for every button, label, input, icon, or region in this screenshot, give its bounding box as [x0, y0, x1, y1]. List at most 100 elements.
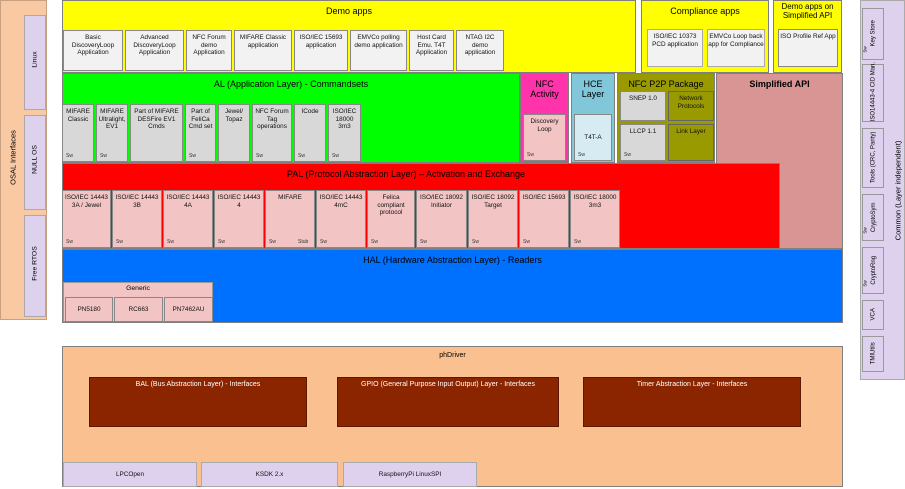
- pal-item-sw: Sw: [116, 239, 123, 246]
- pal-item-sw: Sw: [371, 239, 378, 246]
- pal-item-box: ISO/IEC 14443 3B Sw: [112, 190, 162, 248]
- llcp-sw: Sw: [624, 152, 631, 159]
- llcp-box: LLCP 1.1 Sw: [620, 124, 666, 161]
- hal-title: HAL (Hardware Abstraction Layer) - Reade…: [363, 255, 542, 265]
- osal-item-freertos: Free RTOS: [24, 215, 46, 317]
- common-item-label: CryptoSym: [870, 201, 877, 232]
- common-item-label: TMIUtils: [870, 342, 877, 365]
- pal-item-label: ISO/IEC 18092 Target: [471, 194, 515, 209]
- demo-app-box: MIFARE Classic application: [234, 30, 292, 71]
- common-item-label: VCA: [870, 308, 877, 321]
- al-item-sw: Sw: [66, 153, 73, 160]
- common-item-label: Tools (CRC, Parity): [870, 131, 877, 183]
- pal-item-sw: Sw: [269, 239, 276, 246]
- p2p-band: NFC P2P Package SNEP 1.0 LLCP 1.1 Sw Net…: [617, 73, 715, 163]
- demo-simplified-title: Demo apps on Simplified API: [781, 2, 834, 20]
- nfc-activity-title: NFC Activity: [530, 79, 559, 99]
- pal-item-label: MIFARE: [278, 194, 302, 201]
- al-item-sw: Sw: [298, 153, 305, 160]
- snep-label: SNEP 1.0: [629, 95, 657, 102]
- phdriver-title: phDriver: [439, 352, 466, 359]
- t4t-a-label: T4T-A: [584, 133, 602, 141]
- pal-item-label: ISO/IEC 14443 3A / Jewel: [65, 194, 108, 209]
- al-item-sw: Sw: [332, 153, 339, 160]
- al-title: AL (Application Layer) - Commandsets: [213, 79, 369, 89]
- pal-item-sw: Sw: [218, 239, 225, 246]
- common-item-label: ISO14443-4 CID Man.: [870, 61, 877, 122]
- simplified-api-title: Simplified API: [749, 79, 810, 89]
- pal-item-label: ISO/IEC 14443 3B: [115, 194, 159, 209]
- demo-app-box: Host Card Emu. T4T Application: [409, 30, 454, 71]
- pal-item-sw: Sw: [167, 239, 174, 246]
- common-title: Common (Layer independent): [893, 140, 903, 241]
- pal-item-sw: Sw: [320, 239, 327, 246]
- reader-pn5180: PN5180: [65, 297, 113, 322]
- common-item-box: Tools (CRC, Parity): [862, 128, 884, 188]
- al-item-sw: Sw: [189, 153, 196, 160]
- discovery-loop-label: Discovery Loop: [530, 118, 559, 133]
- generic-readers-group: Generic PN5180 RC663 PN7462AU: [63, 282, 213, 322]
- compliance-apps-band: Compliance apps ISO/IEC 10373 PCD applic…: [641, 0, 769, 73]
- common-item-sw: Sw: [862, 280, 868, 287]
- pal-item-sw: Sw: [574, 239, 581, 246]
- common-item-label: CryptoRng: [870, 255, 877, 285]
- pal-item-label: ISO/IEC 18092 Initiator: [420, 194, 463, 209]
- pal-item-sw: Sw: [66, 239, 73, 246]
- phdriver-band: phDriver BAL (Bus Abstraction Layer) - I…: [62, 346, 843, 487]
- discovery-loop-sw: Sw: [527, 152, 534, 159]
- demo-app-box: Advanced DiscoveryLoop Application: [125, 30, 184, 71]
- demo-app-box: ISO/IEC 15693 application: [294, 30, 348, 71]
- platform-ksdk: KSDK 2.x: [201, 462, 338, 487]
- reader-pn7462au: PN7462AU: [164, 297, 213, 322]
- al-item-label: Jewel/ Topaz: [224, 108, 244, 123]
- pal-item-stub: Stub: [298, 239, 309, 246]
- platform-raspberrypi: RaspberryPi LinuxSPI: [343, 462, 477, 487]
- pal-item-sw: Sw: [523, 239, 530, 246]
- iso-profile-ref-app: ISO Profile Ref App: [778, 29, 838, 67]
- common-item-sw: Sw: [862, 227, 868, 234]
- compliance-app-emvco-loopback: EMVCo Loop back app for Compliance: [707, 29, 765, 67]
- al-item-sw: Sw: [256, 153, 263, 160]
- common-item-box: TMIUtils: [862, 336, 884, 372]
- pal-title: PAL (Protocol Abstraction Layer) – Activ…: [286, 169, 526, 179]
- demo-app-box: EMVCo polling demo application: [350, 30, 407, 71]
- pal-item-box: ISO/IEC 14443 4A Sw: [163, 190, 213, 248]
- demo-simplified-band: Demo apps on Simplified API ISO Profile …: [773, 0, 842, 73]
- pal-item-label: ISO/IEC 14443 4A: [166, 194, 210, 209]
- pal-item-sw: Sw: [420, 239, 427, 246]
- network-protocols-box: Network Protocols: [668, 91, 714, 121]
- link-layer-box: Link Layer: [668, 124, 714, 161]
- pal-item-label: ISO/IEC 14443 4: [217, 194, 261, 209]
- hce-band: HCE Layer T4T-A Sw: [571, 73, 615, 163]
- p2p-title: NFC P2P Package: [628, 79, 704, 89]
- hal-band: HAL (Hardware Abstraction Layer) - Reade…: [62, 249, 843, 323]
- al-item-label: MIFARE Ultralight, EV1: [98, 108, 126, 131]
- al-item-sw: Sw: [100, 153, 107, 160]
- reader-rc663: RC663: [114, 297, 163, 322]
- common-item-label: Key Store: [870, 20, 877, 47]
- al-item-label: ISO/IEC 18000 3m3: [332, 108, 357, 131]
- al-item-box: Jewel/ Topaz: [218, 104, 250, 162]
- al-item-box: Part of MIFARE DESFire EV1 Cmds: [130, 104, 183, 162]
- compliance-app-10373: ISO/IEC 10373 PCD application: [647, 29, 703, 67]
- pal-item-sw: Sw: [472, 239, 479, 246]
- llcp-label: LLCP 1.1: [629, 128, 657, 135]
- t4t-a-box: T4T-A Sw: [574, 114, 612, 161]
- demo-apps-title: Demo apps: [325, 6, 373, 16]
- common-item-box: ISO14443-4 CID Man.: [862, 61, 884, 122]
- al-item-label: Part of FeliCa Cmd set: [188, 108, 213, 131]
- link-layer-label: Link Layer: [676, 128, 706, 135]
- demo-app-box: Basic DiscoveryLoop Application: [63, 30, 123, 71]
- al-item-label: ICode: [301, 108, 319, 115]
- pal-item-label: ISO/IEC 14443 4mC: [319, 194, 363, 209]
- pal-item-label: ISO/IEC 15693: [522, 194, 566, 201]
